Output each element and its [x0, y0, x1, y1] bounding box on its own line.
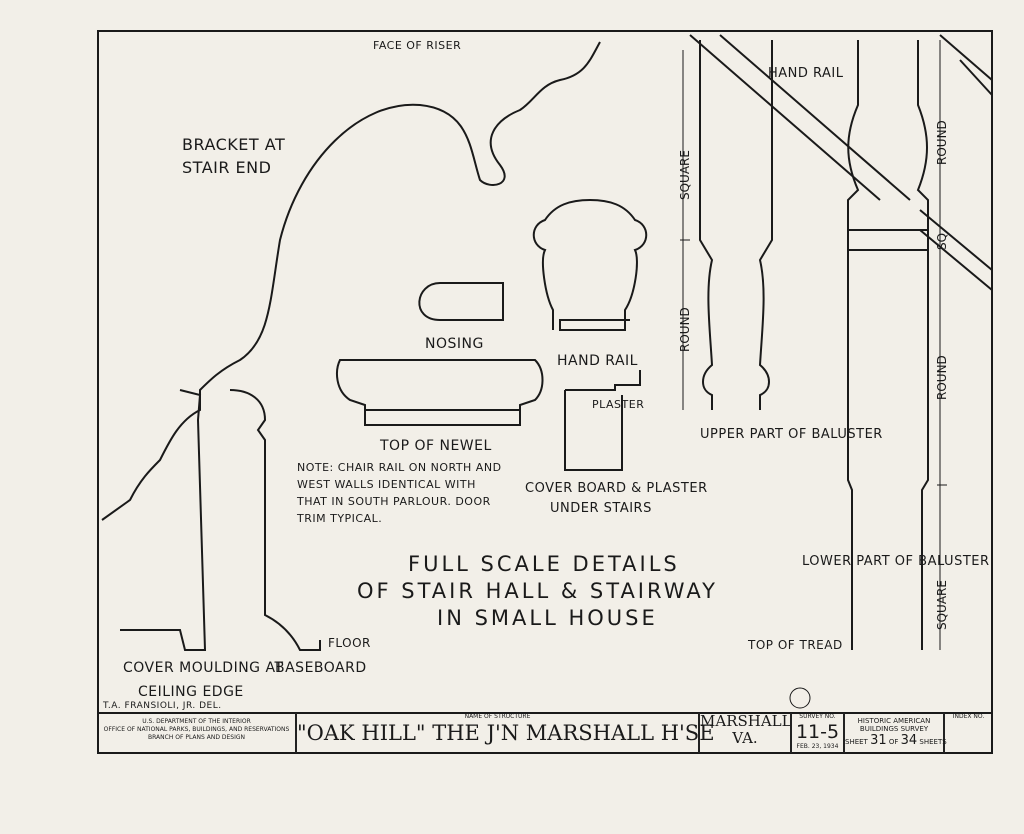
dim-round-right-top: ROUND: [935, 120, 949, 165]
baseboard-profile: [229, 389, 321, 651]
dim-square-upper: SQUARE: [678, 150, 692, 200]
habs-seal: [789, 687, 811, 709]
label-nosing: NOSING: [425, 336, 484, 352]
survey-label: SURVEY NO.: [799, 713, 836, 720]
title-block-location: MARSHALL VA.: [700, 712, 792, 753]
dept-line-3: BRANCH OF PLANS AND DESIGN: [148, 734, 245, 741]
label-hand-rail-top: HAND RAIL: [768, 66, 844, 81]
location-line-1: MARSHALL: [700, 712, 792, 730]
habs-line-2: BUILDINGS SURVEY: [859, 725, 929, 733]
label-under-stairs: UNDER STAIRS: [550, 501, 652, 516]
label-top-of-newel: TOP OF NEWEL: [380, 438, 492, 454]
label-lower-baluster: LOWER PART OF BALUSTER: [802, 554, 990, 569]
label-cover-moulding: COVER MOULDING AT: [123, 660, 284, 676]
label-stair-end: STAIR END: [182, 158, 272, 177]
dimension-lines: [680, 40, 947, 650]
label-ceiling-edge: CEILING EDGE: [138, 684, 244, 700]
upper-baluster-profile: [699, 40, 773, 410]
label-floor: FLOOR: [328, 636, 371, 650]
handrail-hatch: [689, 34, 993, 291]
title-block-habs: HISTORIC AMERICAN BUILDINGS SURVEY SHEET…: [845, 713, 947, 753]
habs-line-1: HISTORIC AMERICAN: [857, 717, 931, 725]
dim-square-right-bottom: SQUARE: [935, 580, 949, 630]
label-baseboard: BASEBOARD: [275, 660, 367, 676]
note-line-1: NOTE: CHAIR RAIL ON NORTH AND: [297, 461, 502, 474]
note-line-3: THAT IN SOUTH PARLOUR. DOOR: [297, 495, 491, 508]
cover-moulding-profile: [120, 389, 207, 651]
label-face-of-riser: FACE OF RISER: [373, 39, 462, 52]
name-label: NAME OF STRUCTURE: [464, 713, 531, 720]
label-upper-baluster: UPPER PART OF BALUSTER: [700, 427, 883, 442]
lower-baluster-profile: [847, 40, 929, 650]
title-block-department: U.S. DEPARTMENT OF THE INTERIOR OFFICE O…: [98, 713, 297, 753]
survey-number: 11-5: [795, 721, 840, 743]
title-block-index: INDEX NO.: [945, 713, 992, 753]
label-bracket: BRACKET AT: [182, 135, 286, 154]
dim-round-upper: ROUND: [678, 307, 692, 352]
label-plaster: PLASTER: [592, 398, 645, 411]
title-block-structure: NAME OF STRUCTURE "OAK HILL" THE J'N MAR…: [297, 713, 715, 753]
dept-line-2: OFFICE OF NATIONAL PARKS, BUILDINGS, AND…: [103, 726, 290, 733]
dim-sq-right: SQ.: [935, 229, 949, 250]
label-top-of-tread: TOP OF TREAD: [748, 638, 843, 652]
label-hand-rail: HAND RAIL: [557, 353, 638, 369]
structure-name: "OAK HILL" THE J'N MARSHALL H'SE: [297, 721, 715, 745]
bracket-profile: [101, 41, 601, 521]
location-line-2: VA.: [732, 729, 758, 747]
survey-date: FEB. 23, 1934: [796, 743, 839, 750]
handrail-profile: [532, 198, 648, 331]
dept-line-1: U.S. DEPARTMENT OF THE INTERIOR: [142, 718, 251, 725]
newel-profile: [336, 359, 544, 426]
nosing-profile: [418, 282, 504, 321]
title-block-survey: SURVEY NO. 11-5 FEB. 23, 1934: [790, 713, 845, 753]
note-line-4: TRIM TYPICAL.: [297, 512, 383, 525]
title-line-2: OF STAIR HALL & STAIRWAY: [357, 579, 718, 603]
sheet-number: SHEET 31 OF 34 SHEETS: [845, 733, 947, 748]
cover-board-profile: [564, 370, 641, 471]
drawing-border: [97, 30, 993, 754]
title-line-3: IN SMALL HOUSE: [437, 606, 658, 630]
title-line-1: FULL SCALE DETAILS: [408, 552, 680, 576]
dim-round-right-mid: ROUND: [935, 355, 949, 400]
delineator: T.A. FRANSIOLI, JR. DEL.: [103, 701, 222, 711]
note-line-2: WEST WALLS IDENTICAL WITH: [297, 478, 476, 491]
label-cover-board: COVER BOARD & PLASTER: [525, 481, 708, 496]
index-label: INDEX NO.: [952, 713, 985, 720]
